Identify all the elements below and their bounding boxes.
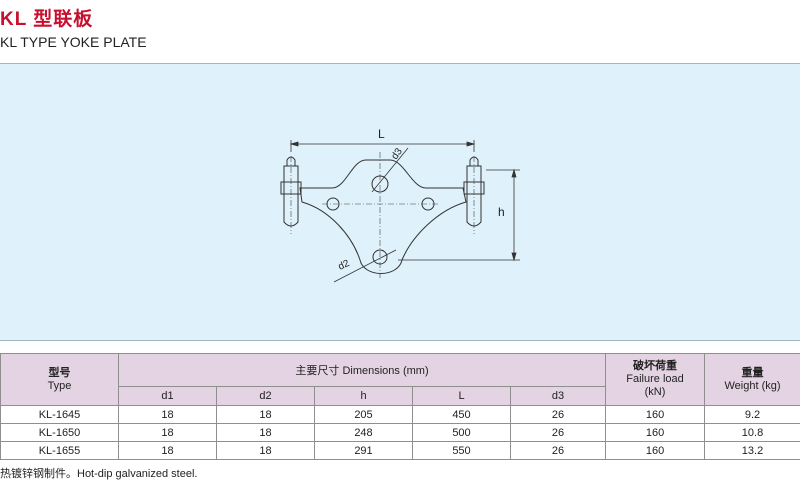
cell-h: 205	[314, 405, 413, 424]
footnote: 热镀锌钢制件。Hot-dip galvanized steel.	[0, 468, 198, 480]
table-row: KL-1650 18 18 248 500 26 160 10.8	[0, 423, 800, 442]
dim-d2	[333, 249, 397, 283]
header-dimensions: 主要尺寸 Dimensions (mm)	[117, 353, 607, 387]
cell-d2: 18	[216, 441, 315, 460]
label-d2: d2	[337, 258, 352, 273]
label-h: h	[498, 205, 505, 219]
header-type-en: Type	[47, 379, 72, 392]
cell-load: 160	[605, 405, 706, 424]
cell-type: KL-1655	[0, 441, 119, 460]
cell-d2: 18	[216, 423, 315, 442]
table-row: KL-1645 18 18 205 450 26 160 9.2	[0, 405, 800, 424]
header-L: L	[412, 386, 511, 406]
header-type-cn: 型号	[48, 366, 71, 379]
header-type: 型号 Type	[0, 353, 119, 406]
cell-d2: 18	[216, 405, 315, 424]
header-load-cn: 破坏荷重	[633, 360, 678, 372]
cell-h: 248	[314, 423, 413, 442]
header-load-en: Failure load	[626, 373, 684, 385]
table-row: KL-1655 18 18 291 550 26 160 13.2	[0, 441, 800, 460]
cell-L: 450	[412, 405, 511, 424]
label-d3: d3	[389, 146, 405, 162]
cell-d3: 26	[509, 405, 607, 424]
page-title-cn: KL 型联板	[0, 9, 94, 30]
dim-h	[398, 168, 520, 262]
drawing-panel: L h d3 d2	[0, 63, 800, 341]
cell-weight: 13.2	[704, 441, 800, 460]
yoke-plate-drawing: L h d3 d2	[280, 127, 520, 283]
cell-L: 500	[412, 423, 511, 442]
header-d2: d2	[216, 386, 315, 406]
cell-d1: 18	[118, 405, 217, 424]
header-load-unit: (kN)	[644, 386, 666, 398]
header-h: h	[314, 386, 413, 406]
cell-h: 291	[314, 441, 413, 460]
cell-load: 160	[605, 423, 706, 442]
cell-d3: 26	[509, 423, 607, 442]
header-weight-en: Weight (kg)	[724, 379, 781, 392]
plate-outline	[299, 159, 467, 274]
cell-load: 160	[605, 441, 706, 460]
label-L: L	[378, 127, 385, 141]
dim-L	[289, 140, 476, 152]
cell-type: KL-1645	[0, 405, 119, 424]
cell-d3: 26	[509, 441, 607, 460]
page-title-en: KL TYPE YOKE PLATE	[0, 34, 147, 50]
header-weight-cn: 重量	[741, 366, 764, 379]
header-d3: d3	[509, 386, 607, 406]
header-failure-load: 破坏荷重 Failure load (kN)	[605, 353, 706, 406]
cell-weight: 9.2	[704, 405, 800, 424]
header-weight: 重量 Weight (kg)	[704, 353, 800, 406]
cell-weight: 10.8	[704, 423, 800, 442]
cell-L: 550	[412, 441, 511, 460]
spec-table: 型号 Type 主要尺寸 Dimensions (mm) 破坏荷重 Failur…	[0, 353, 800, 460]
cell-type: KL-1650	[0, 423, 119, 442]
cell-d1: 18	[118, 423, 217, 442]
dim-d3	[371, 147, 409, 193]
header-d1: d1	[118, 386, 217, 406]
cell-d1: 18	[118, 441, 217, 460]
